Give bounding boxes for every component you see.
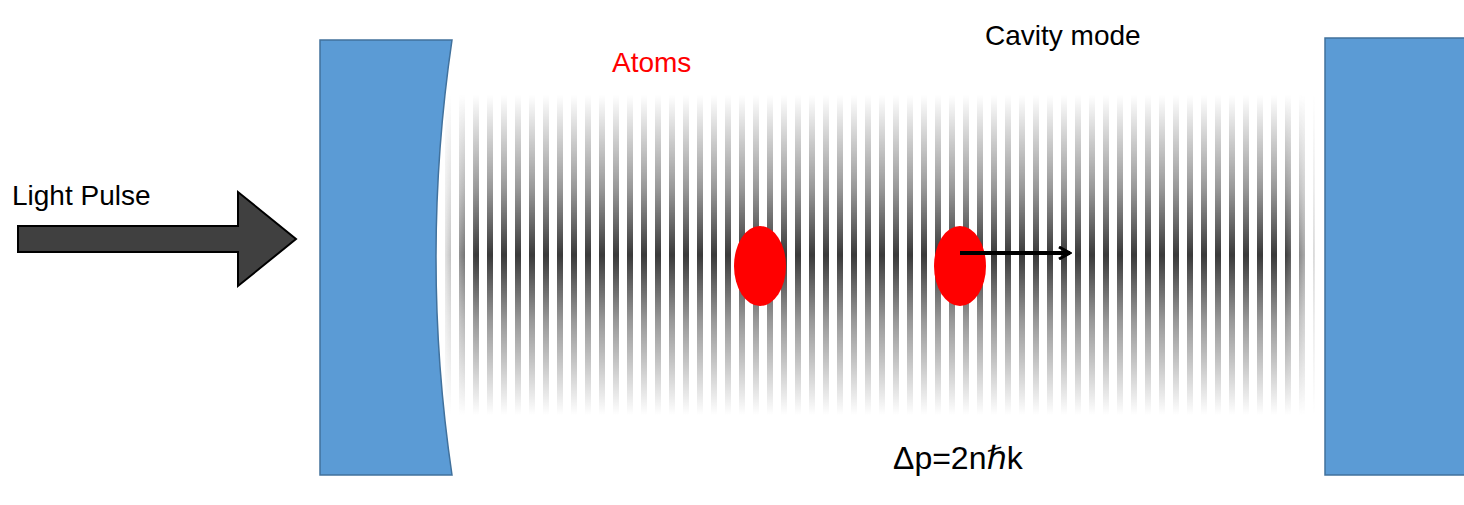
atom: [934, 226, 986, 306]
flat-mirror: [1325, 38, 1464, 475]
atom: [734, 226, 786, 306]
momentum-label: Δp=2nℏk: [893, 440, 1023, 477]
cavity-label: Cavity mode: [985, 20, 1141, 52]
momentum-arrow: [960, 251, 1070, 255]
curved-mirror: [320, 40, 452, 475]
cavity-mode: [445, 95, 1315, 415]
input-label: Light Pulse: [12, 180, 151, 212]
atoms-label: Atoms: [612, 47, 691, 79]
